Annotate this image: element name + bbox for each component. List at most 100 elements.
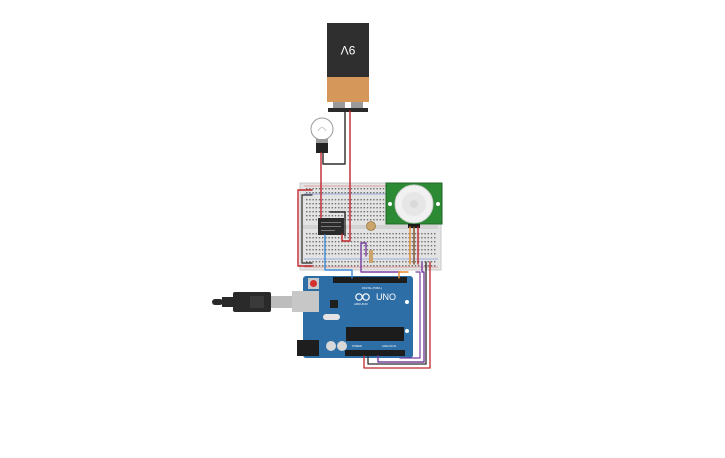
breadboard-hole[interactable] bbox=[312, 261, 314, 263]
breadboard-hole[interactable] bbox=[328, 249, 330, 251]
breadboard-hole[interactable] bbox=[370, 237, 372, 239]
breadboard-hole[interactable] bbox=[382, 245, 385, 247]
breadboard-hole[interactable] bbox=[338, 265, 340, 267]
breadboard-hole[interactable] bbox=[341, 261, 343, 263]
breadboard-hole[interactable] bbox=[398, 245, 401, 247]
breadboard-hole[interactable] bbox=[360, 192, 362, 194]
breadboard-hole[interactable] bbox=[341, 192, 343, 194]
breadboard-hole[interactable] bbox=[334, 265, 337, 267]
breadboard-hole[interactable] bbox=[354, 199, 356, 201]
breadboard-hole[interactable] bbox=[376, 237, 378, 239]
breadboard-hole[interactable] bbox=[421, 253, 423, 255]
breadboard-hole[interactable] bbox=[347, 233, 349, 235]
breadboard-hole[interactable] bbox=[315, 211, 317, 213]
breadboard-hole[interactable] bbox=[363, 215, 365, 217]
breadboard-hole[interactable] bbox=[350, 265, 353, 267]
breadboard-hole[interactable] bbox=[379, 253, 381, 255]
breadboard-hole[interactable] bbox=[357, 245, 359, 247]
breadboard-hole[interactable] bbox=[338, 245, 340, 247]
breadboard-hole[interactable] bbox=[370, 265, 372, 267]
breadboard-hole[interactable] bbox=[306, 215, 308, 217]
breadboard-hole[interactable] bbox=[325, 265, 327, 267]
breadboard-hole[interactable] bbox=[350, 237, 353, 239]
breadboard-hole[interactable] bbox=[373, 241, 375, 243]
breadboard-hole[interactable] bbox=[315, 219, 317, 221]
breadboard-hole[interactable] bbox=[402, 233, 404, 235]
breadboard-hole[interactable] bbox=[379, 188, 381, 190]
breadboard-hole[interactable] bbox=[309, 211, 311, 213]
breadboard-hole[interactable] bbox=[354, 265, 356, 267]
breadboard-hole[interactable] bbox=[370, 233, 372, 235]
breadboard-hole[interactable] bbox=[347, 203, 349, 205]
breadboard-hole[interactable] bbox=[315, 192, 317, 194]
breadboard-hole[interactable] bbox=[366, 237, 369, 239]
breadboard-hole[interactable] bbox=[434, 253, 436, 255]
breadboard-hole[interactable] bbox=[318, 245, 321, 247]
breadboard-hole[interactable] bbox=[405, 233, 407, 235]
breadboard-hole[interactable] bbox=[350, 219, 353, 221]
breadboard-hole[interactable] bbox=[357, 233, 359, 235]
breadboard-hole[interactable] bbox=[322, 237, 324, 239]
breadboard-hole[interactable] bbox=[350, 253, 353, 255]
breadboard-hole[interactable] bbox=[331, 192, 333, 194]
battery-terminal-positive[interactable] bbox=[351, 102, 363, 109]
breadboard-hole[interactable] bbox=[373, 192, 375, 194]
breadboard-hole[interactable] bbox=[363, 241, 365, 243]
breadboard-hole[interactable] bbox=[411, 241, 413, 243]
breadboard-hole[interactable] bbox=[318, 188, 321, 190]
breadboard-hole[interactable] bbox=[392, 245, 394, 247]
breadboard-hole[interactable] bbox=[347, 249, 349, 251]
breadboard-hole[interactable] bbox=[366, 188, 369, 190]
wire-black-rail-left[interactable] bbox=[301, 194, 313, 264]
breadboard-hole[interactable] bbox=[322, 211, 324, 213]
relay-icon[interactable] bbox=[318, 218, 344, 235]
breadboard-hole[interactable] bbox=[312, 245, 314, 247]
breadboard-hole[interactable] bbox=[424, 261, 426, 263]
breadboard-hole[interactable] bbox=[322, 245, 324, 247]
breadboard-hole[interactable] bbox=[312, 249, 314, 251]
breadboard-hole[interactable] bbox=[392, 237, 394, 239]
breadboard-hole[interactable] bbox=[434, 233, 436, 235]
breadboard-hole[interactable] bbox=[306, 233, 308, 235]
breadboard-hole[interactable] bbox=[357, 211, 359, 213]
breadboard-hole[interactable] bbox=[309, 261, 311, 263]
breadboard-hole[interactable] bbox=[341, 249, 343, 251]
breadboard-hole[interactable] bbox=[392, 233, 394, 235]
breadboard-hole[interactable] bbox=[427, 237, 429, 239]
breadboard-hole[interactable] bbox=[414, 253, 417, 255]
breadboard-hole[interactable] bbox=[315, 261, 317, 263]
breadboard-hole[interactable] bbox=[370, 241, 372, 243]
breadboard-hole[interactable] bbox=[376, 203, 378, 205]
breadboard-hole[interactable] bbox=[370, 211, 372, 213]
breadboard-hole[interactable] bbox=[427, 253, 429, 255]
breadboard-hole[interactable] bbox=[315, 233, 317, 235]
arduino-uno-board[interactable]: UNO ARDUINO POWER ANALOG IN DIGITAL (PWM… bbox=[292, 276, 413, 358]
breadboard-hole[interactable] bbox=[363, 219, 365, 221]
breadboard-hole[interactable] bbox=[373, 211, 375, 213]
breadboard-hole[interactable] bbox=[411, 237, 413, 239]
breadboard-hole[interactable] bbox=[389, 261, 391, 263]
breadboard-hole[interactable] bbox=[421, 233, 423, 235]
wire-red-rail-left[interactable] bbox=[297, 189, 313, 267]
breadboard-hole[interactable] bbox=[392, 265, 394, 267]
breadboard-hole[interactable] bbox=[376, 253, 378, 255]
breadboard-hole[interactable] bbox=[395, 241, 397, 243]
wire-black-arduino-gnd[interactable] bbox=[367, 261, 427, 365]
breadboard-hole[interactable] bbox=[309, 203, 311, 205]
breadboard-hole[interactable] bbox=[398, 265, 401, 267]
breadboard-hole[interactable] bbox=[328, 188, 330, 190]
breadboard-hole[interactable] bbox=[376, 199, 378, 201]
breadboard-hole[interactable] bbox=[408, 241, 410, 243]
breadboard-hole[interactable] bbox=[312, 199, 314, 201]
breadboard-hole[interactable] bbox=[376, 241, 378, 243]
breadboard-hole[interactable] bbox=[395, 237, 397, 239]
breadboard-hole[interactable] bbox=[411, 261, 413, 263]
breadboard-hole[interactable] bbox=[354, 233, 356, 235]
breadboard-hole[interactable] bbox=[382, 249, 385, 251]
breadboard-hole[interactable] bbox=[360, 233, 362, 235]
digital-header[interactable] bbox=[333, 277, 407, 283]
breadboard-hole[interactable] bbox=[376, 233, 378, 235]
breadboard-hole[interactable] bbox=[398, 233, 401, 235]
breadboard-hole[interactable] bbox=[366, 265, 369, 267]
